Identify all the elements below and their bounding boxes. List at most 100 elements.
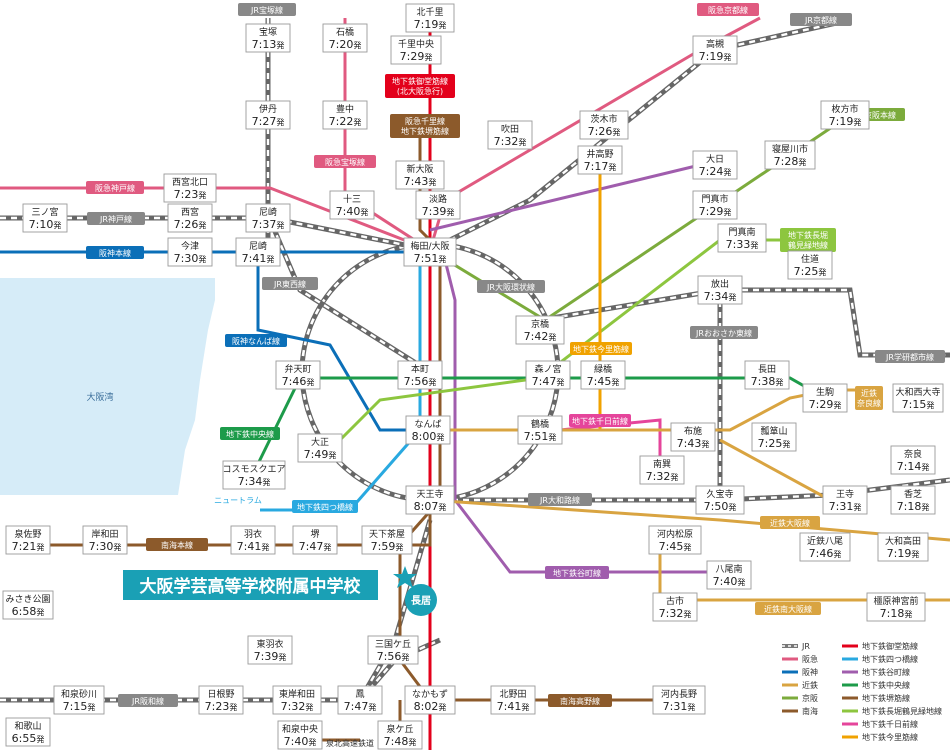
departure-suffix: 発	[904, 610, 912, 619]
station-box	[577, 145, 623, 175]
station-time: 7:47発	[299, 540, 332, 553]
departure-time: 7:24	[699, 165, 724, 178]
station-name: 長田	[758, 364, 776, 375]
station-box	[890, 445, 936, 475]
departure-suffix: 発	[775, 378, 783, 387]
label-sakaisuji: 地下鉄堺筋線	[401, 126, 449, 136]
station-time: 7:26発	[588, 125, 621, 138]
label-jr-takarazuka: JR宝塚線	[250, 5, 283, 15]
station-sakai: 堺7:47発	[292, 525, 338, 555]
station-time: 7:40発	[336, 205, 369, 218]
station-name: 北千里	[416, 7, 443, 18]
station-name: 宝塚	[259, 26, 277, 38]
station-box	[367, 635, 419, 665]
station-time: 7:10発	[29, 218, 62, 231]
departure-suffix: 発	[428, 178, 436, 187]
station-time: 7:41発	[497, 700, 530, 713]
legend-item: 阪急	[782, 654, 818, 664]
departure-time: 7:38	[751, 375, 776, 388]
station-name: 瓢箪山	[760, 425, 787, 437]
station-box	[247, 635, 293, 665]
station-time: 7:41発	[242, 252, 275, 265]
station-box	[692, 150, 738, 180]
legend-item: 地下鉄谷町線	[842, 667, 910, 677]
legend-label: 地下鉄谷町線	[862, 667, 910, 677]
departure-suffix: 発	[276, 221, 284, 230]
station-name: 吹田	[501, 123, 519, 135]
departure-time: 7:30	[174, 252, 199, 265]
station-name: 緑橋	[594, 363, 612, 375]
station-name: 古市	[666, 595, 684, 607]
legend-item: 近鉄	[782, 680, 818, 690]
departure-time: 7:41	[497, 700, 522, 713]
station-nagata: 長田7:38発	[744, 360, 790, 390]
station-time: 7:48発	[384, 735, 417, 748]
departure-suffix: 発	[782, 440, 790, 449]
station-time: 7:15発	[63, 700, 96, 713]
departure-suffix: 発	[556, 378, 564, 387]
station-time: 7:13発	[252, 38, 285, 51]
departure-suffix: 発	[266, 255, 274, 264]
station-name: 森ノ宮	[534, 363, 561, 375]
label-hankyu-senri: 阪急千里線	[405, 116, 445, 126]
label-hankyu-kyoto: 阪急京都線	[708, 5, 748, 15]
station-time: 7:33発	[726, 238, 759, 251]
label-midosuji-sub: (北大阪急行)	[397, 86, 443, 96]
station-box	[167, 237, 213, 267]
station-name: 香芝	[904, 488, 922, 500]
departure-suffix: 発	[750, 241, 758, 250]
station-ishibashi: 石橋7:20発	[322, 23, 368, 53]
station-name: 天下茶屋	[369, 528, 405, 540]
station-box	[337, 685, 383, 715]
departure-time: 7:56	[377, 650, 402, 663]
departure-suffix: 発	[36, 543, 44, 552]
station-box	[245, 203, 291, 233]
station-time: 7:18発	[880, 607, 913, 620]
star-icon	[393, 566, 417, 588]
station-time: 7:31発	[663, 700, 696, 713]
station-time: 7:29発	[809, 398, 842, 411]
departure-time: 7:45	[587, 375, 612, 388]
station-name: 茨木市	[590, 113, 617, 125]
label-jr-osakahigashi: JRおおさか東線	[695, 328, 752, 338]
label-kintetsu-nara: 近鉄	[861, 388, 877, 398]
departure-time: 7:56	[404, 375, 429, 388]
departure-time: 6:58	[12, 605, 37, 618]
departure-time: 7:14	[897, 460, 922, 473]
departure-suffix: 発	[608, 163, 616, 172]
station-box	[329, 190, 375, 220]
departure-suffix: 発	[818, 268, 826, 277]
legend-item: 地下鉄千日前線	[842, 719, 918, 729]
departure-time: 7:47	[344, 700, 369, 713]
label-nankai-main: 南海本線	[161, 540, 193, 550]
station-box	[2, 590, 54, 620]
station-amagasaki_hs: 尼崎7:41発	[235, 237, 281, 267]
station-awaji: 淡路7:39発	[415, 190, 461, 220]
station-name: 枚方市	[831, 103, 858, 115]
station-time: 7:15発	[902, 398, 935, 411]
departure-time: 7:29	[699, 205, 724, 218]
departure-suffix: 発	[612, 128, 620, 137]
station-kyobashi: 京橋7:42発	[515, 315, 565, 345]
station-box	[515, 315, 565, 345]
osaka-bay-label: 大阪湾	[86, 391, 113, 403]
label-kintetsu-minamiosaka: 近鉄南大阪線	[764, 604, 812, 614]
station-box	[866, 592, 926, 622]
station-time: 7:21発	[12, 540, 45, 553]
legend-label: 地下鉄四つ橋線	[862, 654, 918, 664]
station-oji: 王寺7:31発	[822, 485, 868, 515]
departure-suffix: 発	[408, 738, 416, 747]
station-box	[670, 422, 716, 452]
station-box	[892, 383, 944, 413]
line-labels: JR宝塚線 阪急京都線 JR京都線 地下鉄御堂筋線 (北大阪急行) 阪急千里線 …	[86, 3, 945, 748]
school-name: 大阪学芸高等学校附属中学校	[140, 576, 362, 597]
station-time: 7:45発	[587, 375, 620, 388]
